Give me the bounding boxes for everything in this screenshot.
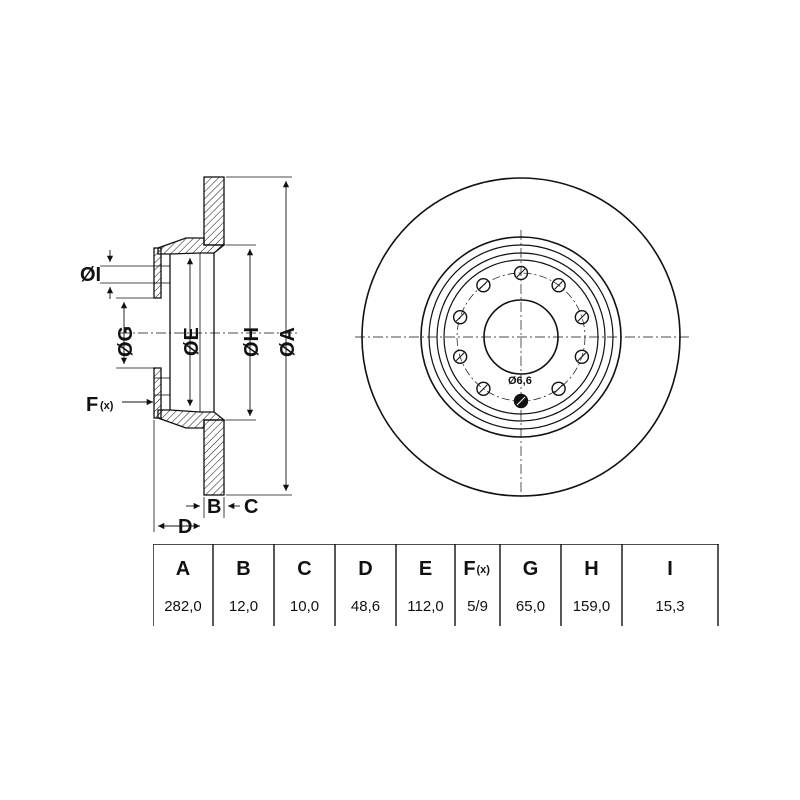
table-header-c: C <box>297 558 311 580</box>
bolt-hole <box>513 265 529 281</box>
bolt-hole <box>452 310 468 325</box>
hat-face-bottom <box>153 367 162 419</box>
table-value-d: 48,6 <box>351 598 380 615</box>
bolt-hole-group <box>452 265 590 409</box>
label-dim-I: ØI <box>80 264 101 286</box>
table-value-f: 5/9 <box>467 598 488 615</box>
bolt-hole-dimensioned <box>513 393 529 409</box>
hat-face-top <box>153 247 162 299</box>
spec-table: A 282,0 B 12,0 C 10,0 D 48,6 E 112,0 F(x) 5/9 G 65,0 H… <box>153 544 719 626</box>
table-value-i: 15,3 <box>655 598 684 615</box>
table-value-c: 10,0 <box>290 598 319 615</box>
disc-ring-bottom <box>203 419 225 496</box>
table-header-b: B <box>236 558 250 580</box>
front-view <box>355 177 690 500</box>
table-value-a: 282,0 <box>164 598 202 615</box>
table-value-e: 112,0 <box>407 598 443 615</box>
label-hole-diameter: Ø6,6 <box>508 375 532 387</box>
label-dim-A: ØA <box>277 327 299 357</box>
table-header-i: I <box>667 558 673 580</box>
table-header-g: G <box>523 558 539 580</box>
table-header-e: E <box>419 558 432 580</box>
table-value-h: 159,0 <box>573 598 611 615</box>
bolt-hole <box>574 349 590 364</box>
table-header-f-sub: (x) <box>477 564 491 576</box>
disc-ring-top <box>203 176 225 246</box>
bolt-hole <box>476 278 491 293</box>
label-dim-B: B <box>207 496 221 518</box>
label-dim-H: ØH <box>241 327 263 357</box>
label-dim-F: F <box>86 394 98 416</box>
table-header-d: D <box>358 558 372 580</box>
table-header-h: H <box>584 558 598 580</box>
bolt-hole <box>574 310 590 325</box>
side-section-view <box>100 176 300 532</box>
table-header-f: F <box>463 558 475 580</box>
label-dim-F-sub: (x) <box>100 400 114 412</box>
table-header-a: A <box>176 558 190 580</box>
table-value-g: 65,0 <box>516 598 545 615</box>
table-value-b: 12,0 <box>229 598 258 615</box>
label-dim-E: ØE <box>181 327 203 356</box>
bolt-hole <box>476 381 491 396</box>
label-dim-G: ØG <box>115 326 137 357</box>
bolt-hole <box>551 278 566 293</box>
bolt-hole <box>452 349 468 364</box>
label-dim-D: D <box>178 516 192 538</box>
hat-wall-top <box>157 237 226 255</box>
bolt-hole <box>551 381 566 396</box>
label-dim-C: C <box>244 496 258 518</box>
